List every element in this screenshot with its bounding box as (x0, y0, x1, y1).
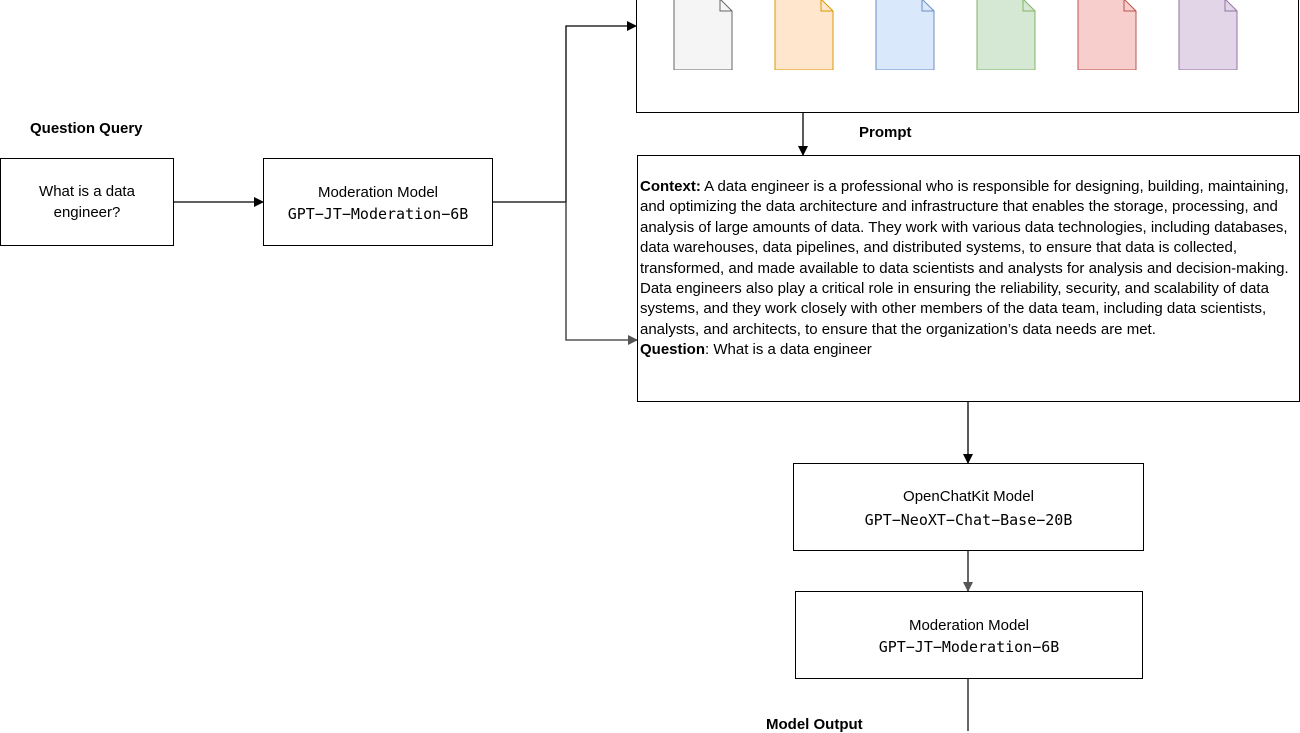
openchatkit-model-title: OpenChatKit Model (903, 487, 1034, 505)
prompt-text: Context: A data engineer is a profession… (638, 156, 1299, 361)
question-prompt-text: : What is a data engineer (705, 341, 872, 359)
prompt-box: Context: A data engineer is a profession… (637, 155, 1300, 402)
edge-moderation-to-documents (493, 21, 637, 203)
moderation-model-name-1: GPT−JT−Moderation−6B (287, 204, 469, 223)
doc-blue-icon (875, 0, 935, 70)
doc-orange-icon (774, 0, 834, 70)
doc-purple-icon (1178, 0, 1238, 70)
moderation-model-box-1: Moderation Model GPT−JT−Moderation−6B (263, 158, 493, 246)
doc-green-icon (976, 0, 1036, 70)
question-label: Question (640, 341, 706, 359)
edge-moderation-to-prompt (565, 202, 638, 345)
moderation-model-title-2: Moderation Model (908, 616, 1030, 634)
doc-gray-icon (673, 0, 733, 70)
prompt-label: Prompt (859, 124, 912, 141)
model-output-label: Model Output (766, 716, 863, 733)
moderation-model-title-1: Moderation Model (317, 183, 439, 201)
moderation-model-box-2: Moderation Model GPT−JT−Moderation−6B (795, 591, 1143, 679)
openchatkit-model-name: GPT−NeoXT−Chat−Base−20B (864, 510, 1073, 529)
doc-red-icon (1077, 0, 1137, 70)
question-query-label: Question Query (30, 120, 143, 137)
question-text: What is a data engineer? (39, 183, 135, 221)
moderation-model-name-2: GPT−JT−Moderation−6B (878, 637, 1060, 656)
question-box: What is a data engineer? (0, 158, 174, 246)
context-text: A data engineer is a professional who is… (640, 178, 1289, 338)
context-label: Context: (640, 178, 701, 195)
openchatkit-model-box: OpenChatKit Model GPT−NeoXT−Chat−Base−20… (793, 463, 1144, 551)
